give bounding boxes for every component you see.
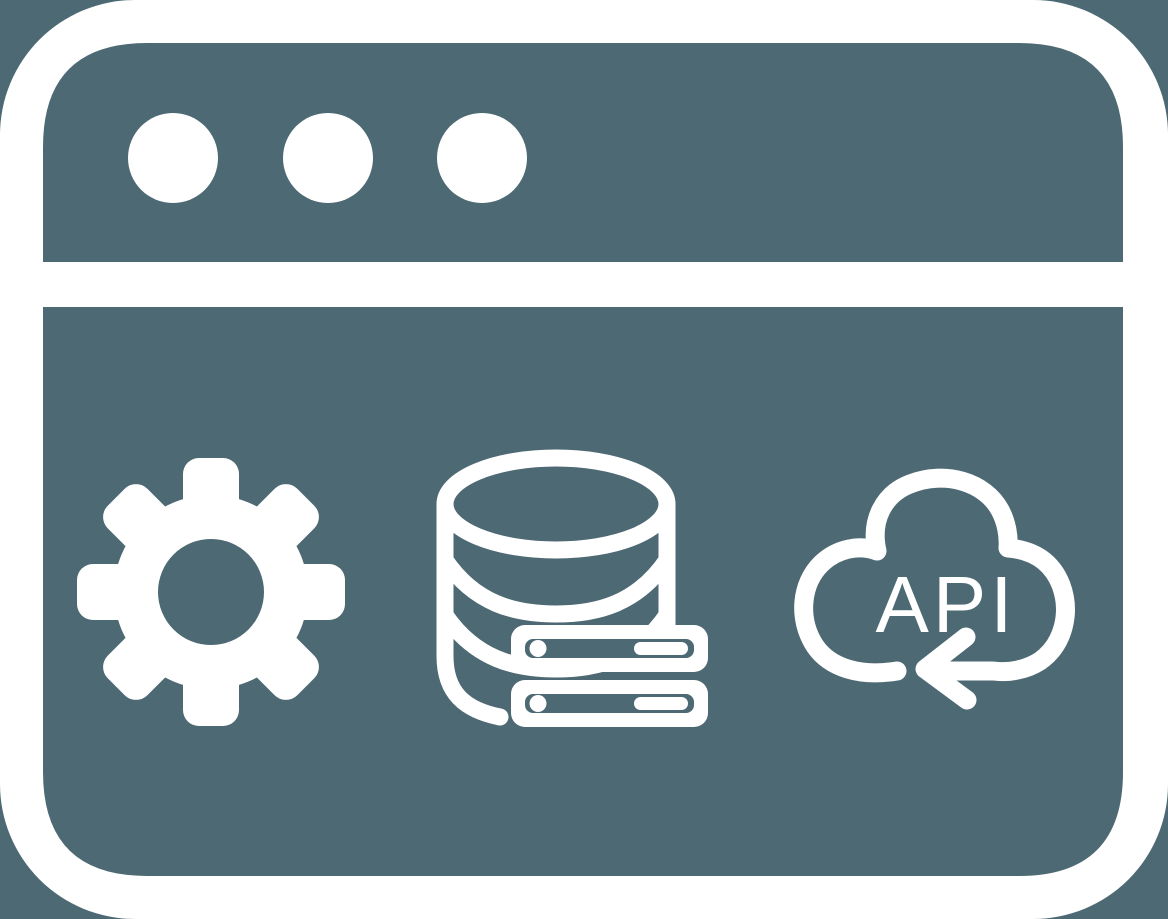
window-titlebar <box>43 43 1123 262</box>
gear-icon <box>77 458 345 726</box>
window-dot-icon <box>128 113 218 203</box>
server-rack <box>511 680 708 727</box>
database-server-icon <box>436 449 708 727</box>
gear-hole <box>158 539 264 645</box>
server-slot <box>634 642 688 655</box>
server-led <box>529 640 547 657</box>
server-slot <box>634 697 688 710</box>
window-dot-icon <box>437 113 527 203</box>
arrow-left-icon <box>915 627 977 710</box>
window-dot-icon <box>283 113 373 203</box>
database-cylinder <box>436 449 676 726</box>
cloud-outline <box>794 468 1075 683</box>
window-content-area <box>43 307 1123 876</box>
api-label: API <box>876 560 1017 649</box>
cloud-api-icon: API <box>794 468 1075 710</box>
server-led <box>529 695 547 712</box>
window-dots <box>128 113 527 203</box>
server-rack <box>511 625 708 672</box>
gear-body <box>77 458 345 726</box>
